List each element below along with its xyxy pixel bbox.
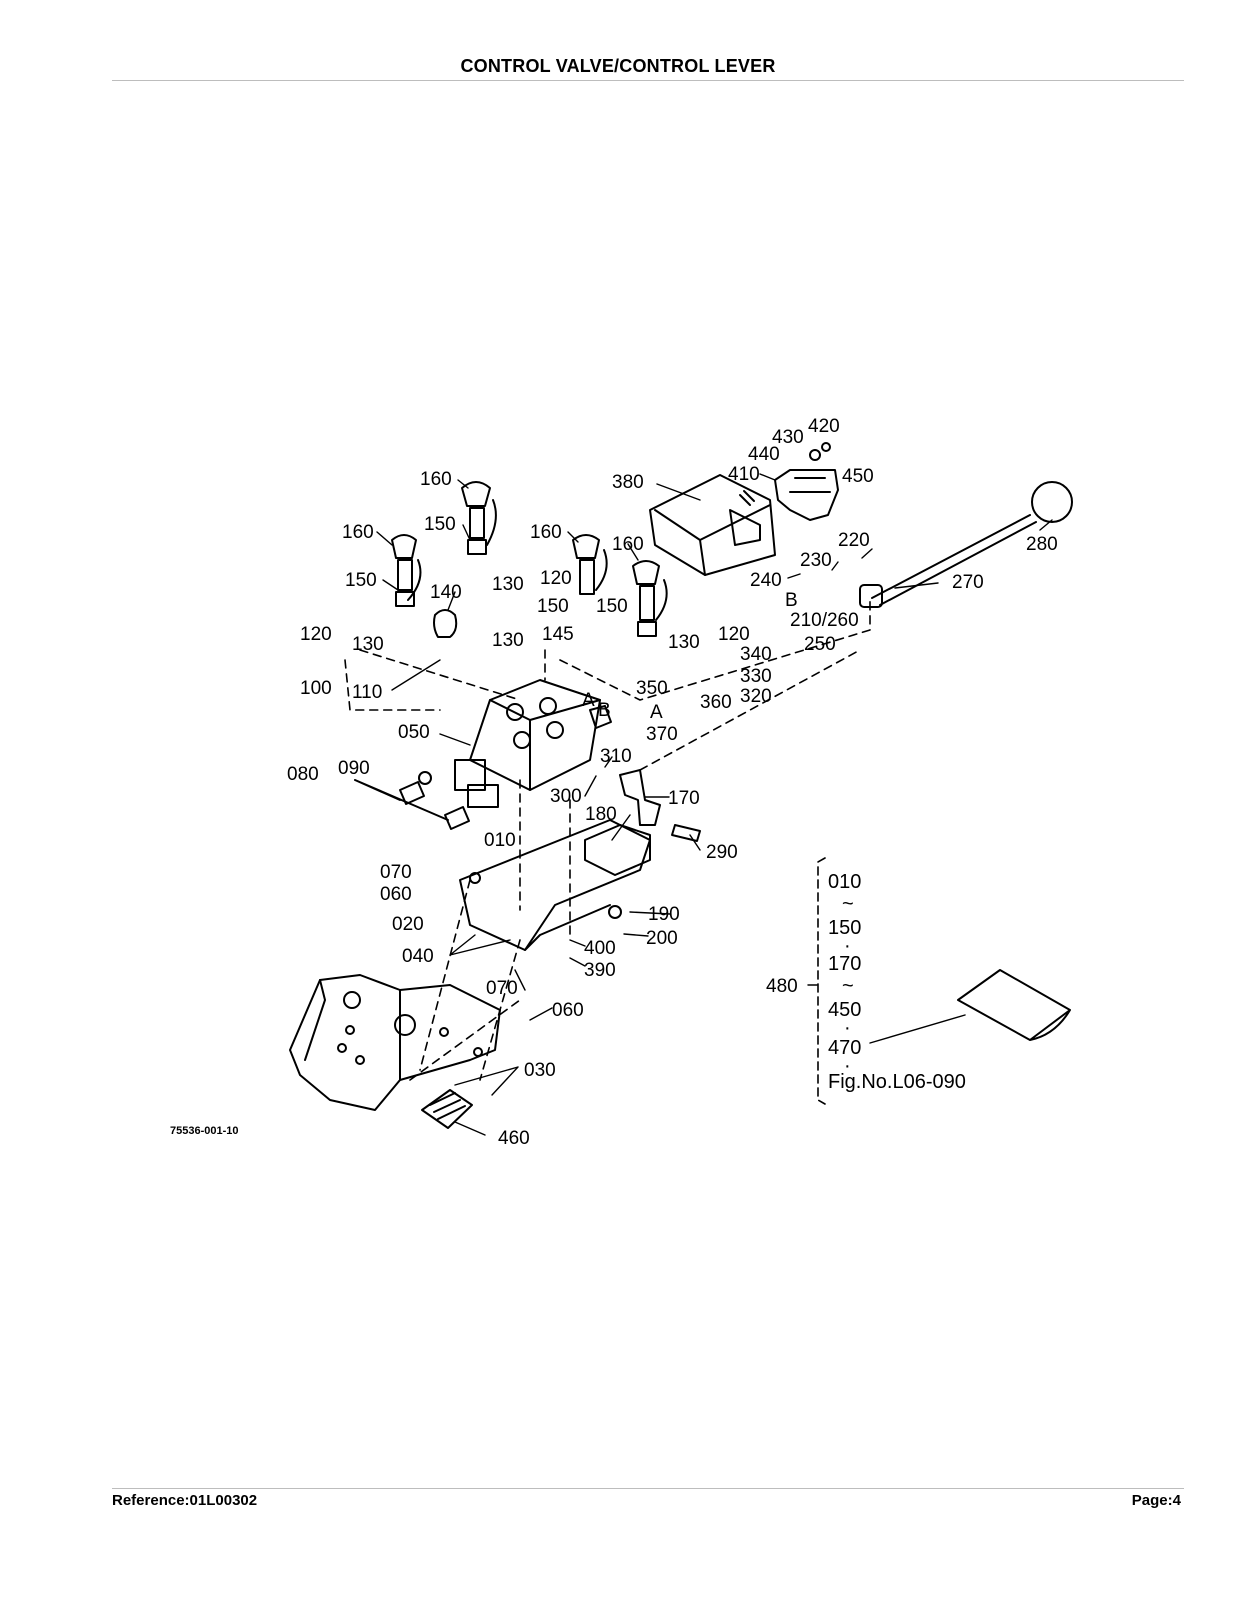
reference-number: Reference:01L00302 <box>112 1492 258 1509</box>
part-label-150: 150 <box>345 570 377 591</box>
page-title: CONTROL VALVE/CONTROL LEVER <box>460 56 776 76</box>
leader-lines <box>376 473 1053 1136</box>
part-label-030: 030 <box>524 1060 556 1081</box>
part-label-160: 160 <box>342 522 374 543</box>
part-label-450: 450 <box>842 466 874 487</box>
part-label-420: 420 <box>808 416 840 437</box>
part-label-170: 170 <box>668 788 700 809</box>
kit-list-item: · <box>844 935 851 957</box>
part-label-370: 370 <box>646 724 678 745</box>
mounting-plate-shape <box>459 819 651 951</box>
part-label-190: 190 <box>648 904 680 925</box>
part-label-010: 010 <box>484 830 516 851</box>
part-label-460: 460 <box>498 1128 530 1149</box>
decal-sheet-shape <box>957 969 1071 1041</box>
kit-list-item: · <box>844 1055 851 1077</box>
part-label-040: 040 <box>402 946 434 967</box>
kit-list-item: 150 <box>828 917 861 939</box>
kit-list-item: 010 <box>828 871 861 893</box>
part-label-480: 480 <box>766 976 798 997</box>
part-label-330: 330 <box>740 666 772 687</box>
part-label-A: A <box>650 702 663 723</box>
part-label-080: 080 <box>287 764 319 785</box>
guide-lines <box>344 599 871 1081</box>
part-label-090: 090 <box>338 758 370 779</box>
part-label-B: B <box>598 700 611 721</box>
part-label-290: 290 <box>706 842 738 863</box>
part-label-150: 150 <box>424 514 456 535</box>
kit-list-item: 450 <box>828 999 861 1021</box>
part-label-200: 200 <box>646 928 678 949</box>
part-label-340: 340 <box>740 644 772 665</box>
part-label-220: 220 <box>838 530 870 551</box>
part-label-280: 280 <box>1026 534 1058 555</box>
footer-divider <box>112 1488 1184 1489</box>
part-label-070: 070 <box>486 978 518 999</box>
part-label-060: 060 <box>380 884 412 905</box>
part-label-400: 400 <box>584 938 616 959</box>
part-label-A: A <box>582 690 595 711</box>
part-label-270: 270 <box>952 572 984 593</box>
part-label-380: 380 <box>612 472 644 493</box>
part-label-250: 250 <box>804 634 836 655</box>
fittings-shape <box>354 771 470 830</box>
part-label-360: 360 <box>700 692 732 713</box>
part-label-050: 050 <box>398 722 430 743</box>
part-label-350: 350 <box>636 678 668 699</box>
part-label-020: 020 <box>392 914 424 935</box>
page-number: Page:4 <box>1131 1492 1181 1509</box>
part-label-120: 120 <box>300 624 332 645</box>
part-label-410: 410 <box>728 464 760 485</box>
part-label-150: 150 <box>596 596 628 617</box>
part-label-145: 145 <box>542 624 574 645</box>
control-lever-shape <box>859 481 1073 608</box>
figure-reference: Fig.No.L06-090 <box>828 1071 966 1093</box>
kit-list-item: ~ <box>842 975 854 997</box>
cover-shape <box>649 474 776 576</box>
control-valve-body-shape <box>454 679 612 808</box>
part-label-070: 070 <box>380 862 412 883</box>
part-label-140: 140 <box>430 582 462 603</box>
part-label-210-260: 210/260 <box>790 610 859 631</box>
part-label-430: 430 <box>772 427 804 448</box>
part-label-130: 130 <box>492 574 524 595</box>
part-label-060: 060 <box>552 1000 584 1021</box>
kit-list-item: 170 <box>828 953 861 975</box>
part-label-160: 160 <box>530 522 562 543</box>
part-label-180: 180 <box>585 804 617 825</box>
lever-bracket-shape <box>739 442 839 521</box>
part-label-B: B <box>785 590 798 611</box>
part-label-110: 110 <box>352 682 382 703</box>
kit-list-item: · <box>844 1017 851 1039</box>
part-label-320: 320 <box>740 686 772 707</box>
kit-bracket-line <box>817 857 826 1105</box>
part-label-160: 160 <box>612 534 644 555</box>
part-label-230: 230 <box>800 550 832 571</box>
pedal-pad-shape <box>421 1089 473 1129</box>
part-label-160: 160 <box>420 469 452 490</box>
floor-bracket-shape <box>289 974 501 1111</box>
header-divider <box>112 80 1184 81</box>
part-label-240: 240 <box>750 570 782 591</box>
part-label-130: 130 <box>492 630 524 651</box>
part-label-390: 390 <box>584 960 616 981</box>
part-label-130: 130 <box>668 632 700 653</box>
part-label-150: 150 <box>537 596 569 617</box>
part-label-310: 310 <box>600 746 632 767</box>
part-label-440: 440 <box>748 444 780 465</box>
part-label-300: 300 <box>550 786 582 807</box>
kit-list-item: 470 <box>828 1037 861 1059</box>
part-label-130: 130 <box>352 634 384 655</box>
valve-caps-shape <box>391 481 668 638</box>
part-label-100: 100 <box>300 678 332 699</box>
part-label-120: 120 <box>718 624 750 645</box>
kit-list-item: ~ <box>842 893 854 915</box>
part-label-120: 120 <box>540 568 572 589</box>
drawing-number: 75536-001-10 <box>170 1125 239 1137</box>
